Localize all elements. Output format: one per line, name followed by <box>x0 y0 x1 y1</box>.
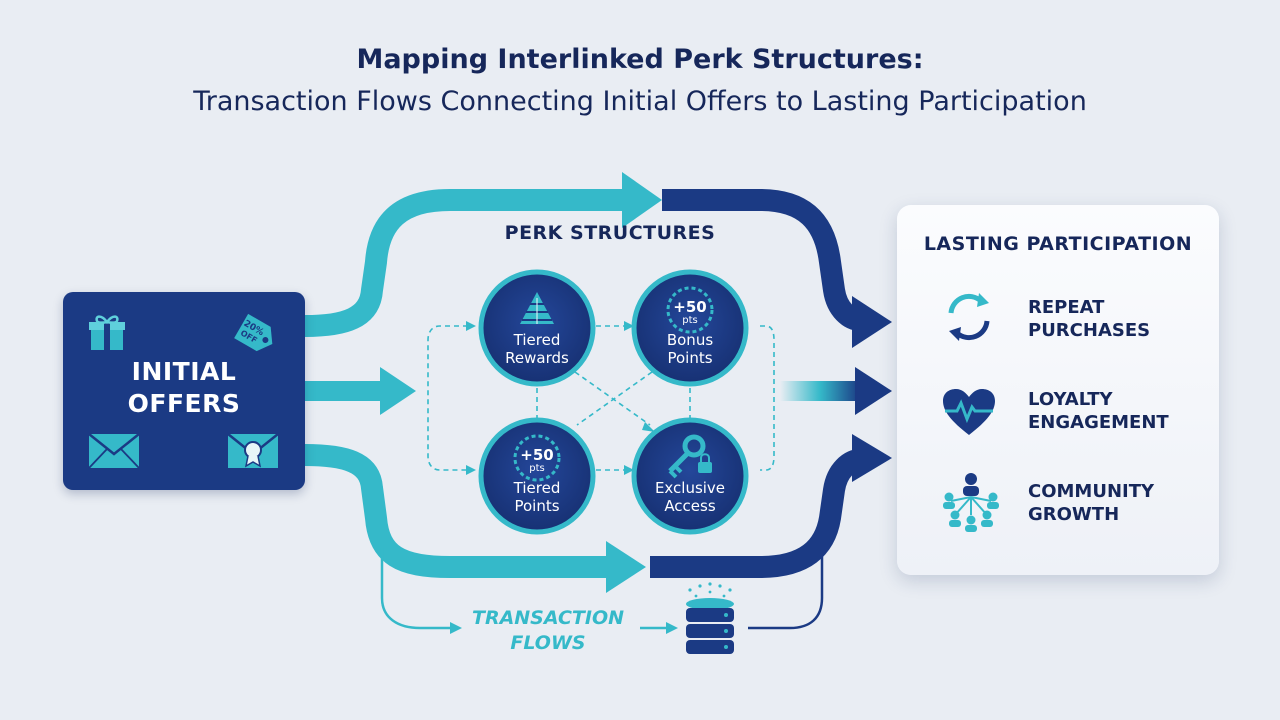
heart-pulse-icon <box>943 389 995 435</box>
initial-offers-label: INITIAL OFFERS <box>127 357 241 418</box>
top-flow-teal <box>304 189 630 337</box>
gift-icon <box>89 315 125 350</box>
certificate-envelope-icon <box>227 433 279 468</box>
middle-flow-right <box>780 381 860 401</box>
perk-structures-heading: PERK STRUCTURES <box>504 222 716 244</box>
top-flow-navy <box>662 189 862 331</box>
pyramid-icon <box>520 292 554 324</box>
bottom-flow-arrowhead <box>606 541 646 593</box>
loyalty-engagement-label: LOYALTY ENGAGEMENT <box>1028 389 1169 433</box>
cycle-arrows-icon <box>948 293 990 341</box>
bonus-points-label: Bonus Points <box>666 331 714 367</box>
lasting-participation-panel: LASTING PARTICIPATION REPEAT PURCHASES L… <box>897 205 1219 575</box>
database-icon <box>686 582 734 654</box>
perk-network-links <box>427 325 775 471</box>
bottom-flow-teal <box>304 444 615 578</box>
middle-flow-left-arrowhead <box>380 367 416 415</box>
perk-node-tiered-rewards <box>478 269 596 387</box>
transaction-loop-right <box>748 552 824 630</box>
perk-node-bonus-points <box>631 269 749 387</box>
tiered-points-label: Tiered Points <box>513 479 561 515</box>
perk-network-arrowheads <box>466 321 655 475</box>
initial-offers-box: 20% OFF INITIAL OFFERS <box>63 292 305 490</box>
tiered-points-badge: +50 pts <box>520 446 554 475</box>
middle-flow-right-arrowhead <box>855 367 892 415</box>
envelope-icon <box>88 433 140 469</box>
middle-flow-left <box>305 381 385 401</box>
top-flow-end-arrowhead <box>852 296 892 348</box>
transaction-loop-left-arrowhead <box>450 622 462 634</box>
repeat-purchases-label: REPEAT PURCHASES <box>1028 297 1151 341</box>
community-network-icon <box>943 473 999 532</box>
key-lock-icon <box>668 434 712 479</box>
tiered-rewards-label: Tiered Rewards <box>505 331 569 367</box>
community-growth-label: COMMUNITY GROWTH <box>1028 481 1155 525</box>
diagram-subtitle: Transaction Flows Connecting Initial Off… <box>193 86 1087 117</box>
transaction-loop-left <box>380 548 452 630</box>
top-flow-arrowhead <box>622 172 662 228</box>
transaction-flows-label: TRANSACTION FLOWS <box>471 607 625 654</box>
transaction-loop-mid-arrowhead <box>666 622 678 634</box>
bottom-flow-navy <box>650 449 862 578</box>
bonus-points-badge: +50 pts <box>673 298 707 327</box>
coupon-tag-icon: 20% OFF <box>234 313 273 352</box>
exclusive-access-label: Exclusive Access <box>654 479 726 515</box>
lasting-participation-heading: LASTING PARTICIPATION <box>923 233 1193 255</box>
bottom-flow-end-arrowhead <box>852 434 892 482</box>
perk-node-tiered-points <box>478 417 596 535</box>
diagram-title: Mapping Interlinked Perk Structures: <box>356 44 924 75</box>
perk-node-exclusive-access <box>631 417 749 535</box>
